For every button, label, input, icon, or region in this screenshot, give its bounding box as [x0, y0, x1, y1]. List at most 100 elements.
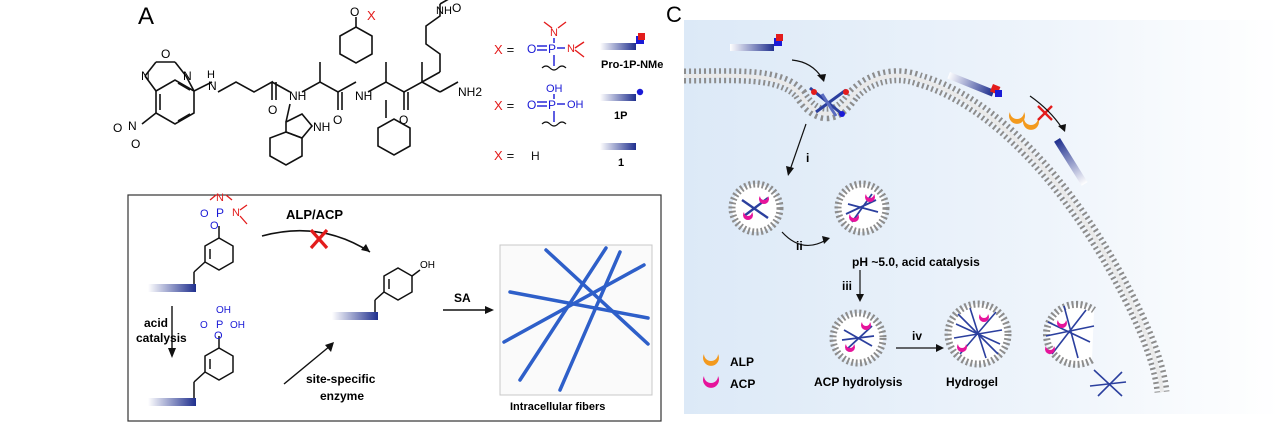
carbonyl-o-2: O — [399, 113, 408, 127]
bp-oh-right: OH — [230, 320, 245, 331]
fiber-network — [502, 246, 650, 392]
label-prodrug: Pro-1P-NMe — [601, 59, 663, 71]
acp-hydrolysis-label: ACP hydrolysis — [814, 375, 903, 389]
label-parent: 1 — [618, 157, 624, 169]
x-equals-3: X= — [494, 148, 514, 163]
nitro-o1: O — [113, 121, 122, 135]
enzyme-legend: ALP ACP — [702, 354, 755, 391]
linker-nh: H — [207, 69, 215, 81]
surface-cross-icon — [1037, 105, 1053, 121]
c-terminal-nh2: NH2 — [458, 85, 482, 99]
panel-label-a: A — [138, 3, 154, 30]
blocked-arrow — [261, 229, 371, 253]
x1-p: P — [548, 42, 556, 56]
site-label-1: site-specific — [306, 372, 376, 386]
x-equals-2: X= — [494, 98, 514, 113]
incoming-phosphate-icon — [774, 38, 782, 46]
arrowhead-step-iii — [856, 294, 864, 302]
fibers-label: Intracellular fibers — [510, 401, 605, 413]
released-fibers — [1089, 369, 1127, 397]
nbd-n2: N — [183, 69, 192, 83]
acid-catalysis-label: pH ~5.0, acid catalysis — [852, 255, 980, 269]
lys-acetyl-o: O — [452, 1, 461, 15]
arrow-step-i — [789, 123, 807, 171]
lysine-chain — [425, 0, 449, 72]
nbd-group — [141, 61, 213, 125]
lys-nh: NH — [436, 5, 452, 17]
alp-enzyme-icon-2 — [1023, 118, 1039, 130]
peptide-backbone — [217, 62, 459, 110]
released-peptide-icon — [1054, 138, 1088, 186]
prodrug-structure — [193, 226, 234, 284]
x2-bonds — [537, 94, 565, 122]
tyrosine-ring — [339, 17, 373, 64]
site-label-2: enzyme — [320, 389, 364, 403]
vesicle-ruptured — [1042, 300, 1127, 397]
endocytic-cargo — [809, 86, 849, 117]
amide-nh-1: NH — [289, 89, 306, 103]
x2-wavy — [541, 121, 567, 127]
tyr-o: O — [350, 5, 359, 19]
bp-p: P — [216, 319, 223, 331]
surface-prodrug-icon — [947, 71, 995, 97]
product-bar — [332, 312, 378, 320]
alp-enzyme-icon-1 — [1008, 112, 1025, 124]
surface-arrow — [1029, 95, 1063, 129]
label-step-iv: iv — [912, 329, 922, 343]
bp-o: O — [214, 330, 223, 342]
label-step-i: i — [806, 151, 809, 165]
nbd-o: O — [161, 47, 170, 61]
prodrug-bar — [148, 284, 196, 292]
tyr-x: X — [367, 8, 376, 23]
x1-bonds — [537, 38, 565, 66]
x2-o: O — [527, 98, 536, 112]
sa-label: SA — [454, 291, 471, 305]
b-p-1: P — [216, 206, 224, 220]
surface-phosphate-icon — [995, 90, 1002, 97]
blocked-arrowhead — [361, 244, 370, 252]
tryptophan-ring — [269, 103, 314, 166]
enzyme-arrow — [283, 345, 331, 385]
surface-arrowhead — [1058, 124, 1066, 132]
tyrosine-product — [374, 267, 421, 312]
label-step-iii: iii — [842, 279, 852, 293]
legend-alp-icon — [702, 354, 719, 366]
x2-oh-top: OH — [546, 83, 563, 95]
carbonyl-o-1: O — [333, 113, 342, 127]
vesicle-hydrogel — [944, 300, 1012, 368]
b-n-right: N — [232, 207, 240, 219]
arrow-step-ii — [781, 231, 827, 247]
vesicle-acp-hydrolysis — [829, 309, 887, 367]
incoming-prodrug-icon — [730, 44, 774, 51]
x-definitions: X= O P N N X= O P OH OH — [494, 21, 585, 163]
b-n-top: N — [216, 192, 224, 204]
x2-p: P — [548, 98, 556, 112]
product-oh: OH — [420, 260, 435, 271]
uptake-arrowhead — [817, 74, 826, 82]
linker-n: N — [208, 79, 217, 93]
x1-wavy — [541, 65, 567, 71]
prodrug-amide-icon — [638, 33, 645, 40]
phosphate-dot-icon — [636, 88, 644, 96]
x1-o: O — [527, 42, 536, 56]
amide-nh-2: NH — [355, 89, 372, 103]
x1-n-top: N — [550, 27, 558, 39]
legend-alp-label: ALP — [730, 355, 754, 369]
x3-h: H — [531, 149, 540, 163]
phenylalanine-ring — [377, 100, 411, 156]
phosphate-bar-icon — [600, 94, 636, 101]
acid-arrowhead — [168, 348, 176, 358]
legend-acp-label: ACP — [730, 377, 755, 391]
cross-mark-icon — [309, 228, 329, 250]
trp-nh: NH — [313, 120, 330, 134]
panel-a: A N O N N O O H N — [113, 0, 663, 169]
legend-acp-icon — [702, 376, 719, 388]
x1-n-right: N — [567, 43, 575, 55]
arrowhead-step-i — [786, 166, 794, 176]
vesicle-endosome — [728, 180, 784, 236]
b-methyls — [209, 194, 248, 225]
x-equals-1: X= — [494, 42, 514, 57]
enzyme-arrowhead — [325, 342, 334, 352]
molecule-legend: Pro-1P-NMe 1P 1 — [600, 33, 663, 169]
